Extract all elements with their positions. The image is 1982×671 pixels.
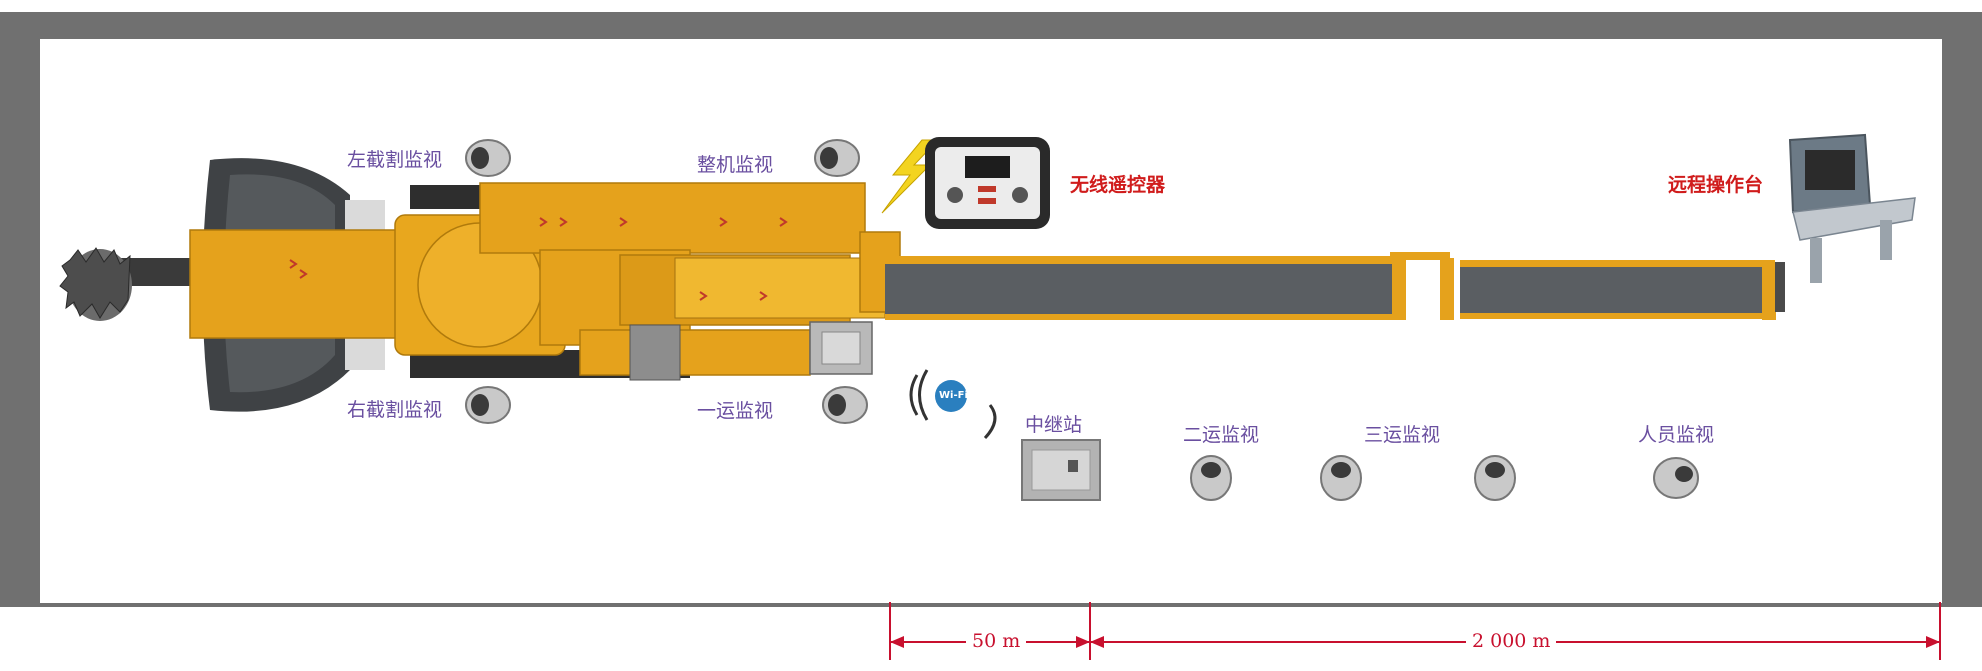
dimension-long-span: 2 000 m bbox=[1466, 630, 1557, 652]
dimension-short-span: 50 m bbox=[966, 630, 1027, 652]
label-first-conveyor-monitor: 一运监视 bbox=[697, 400, 774, 422]
label-relay-station: 中继站 bbox=[1025, 414, 1083, 436]
relay-station-icon bbox=[1021, 439, 1101, 501]
conveyor-section-2 bbox=[1460, 260, 1785, 320]
camera-third-conveyor bbox=[1320, 455, 1362, 501]
camera-second-conveyor bbox=[1190, 455, 1232, 501]
wifi-label: Wi-Fi bbox=[939, 390, 968, 401]
machine-body bbox=[189, 182, 901, 381]
camera-conveyor-3b bbox=[1474, 455, 1516, 501]
camera-personnel bbox=[1653, 457, 1699, 499]
label-third-conveyor-monitor: 三运监视 bbox=[1364, 424, 1441, 446]
remote-console-icon bbox=[1788, 133, 1916, 283]
wifi-icon bbox=[909, 369, 997, 440]
camera-whole-machine bbox=[814, 139, 860, 177]
conveyor-section-1 bbox=[885, 252, 1454, 320]
label-left-cut-monitor: 左截割监视 bbox=[347, 149, 443, 171]
cutter-head bbox=[59, 247, 198, 321]
label-remote-console: 远程操作台 bbox=[1668, 174, 1764, 196]
label-whole-machine-monitor: 整机监视 bbox=[697, 154, 774, 176]
label-personnel-monitor: 人员监视 bbox=[1638, 424, 1715, 446]
label-wireless-remote: 无线遥控器 bbox=[1070, 174, 1166, 196]
dimension-lines bbox=[889, 602, 1941, 660]
camera-right-cut bbox=[465, 386, 511, 424]
camera-first-conveyor bbox=[822, 386, 868, 424]
label-second-conveyor-monitor: 二运监视 bbox=[1183, 424, 1260, 446]
wireless-remote-icon bbox=[925, 137, 1050, 229]
camera-left-cut bbox=[465, 139, 511, 177]
label-right-cut-monitor: 右截割监视 bbox=[347, 399, 443, 421]
